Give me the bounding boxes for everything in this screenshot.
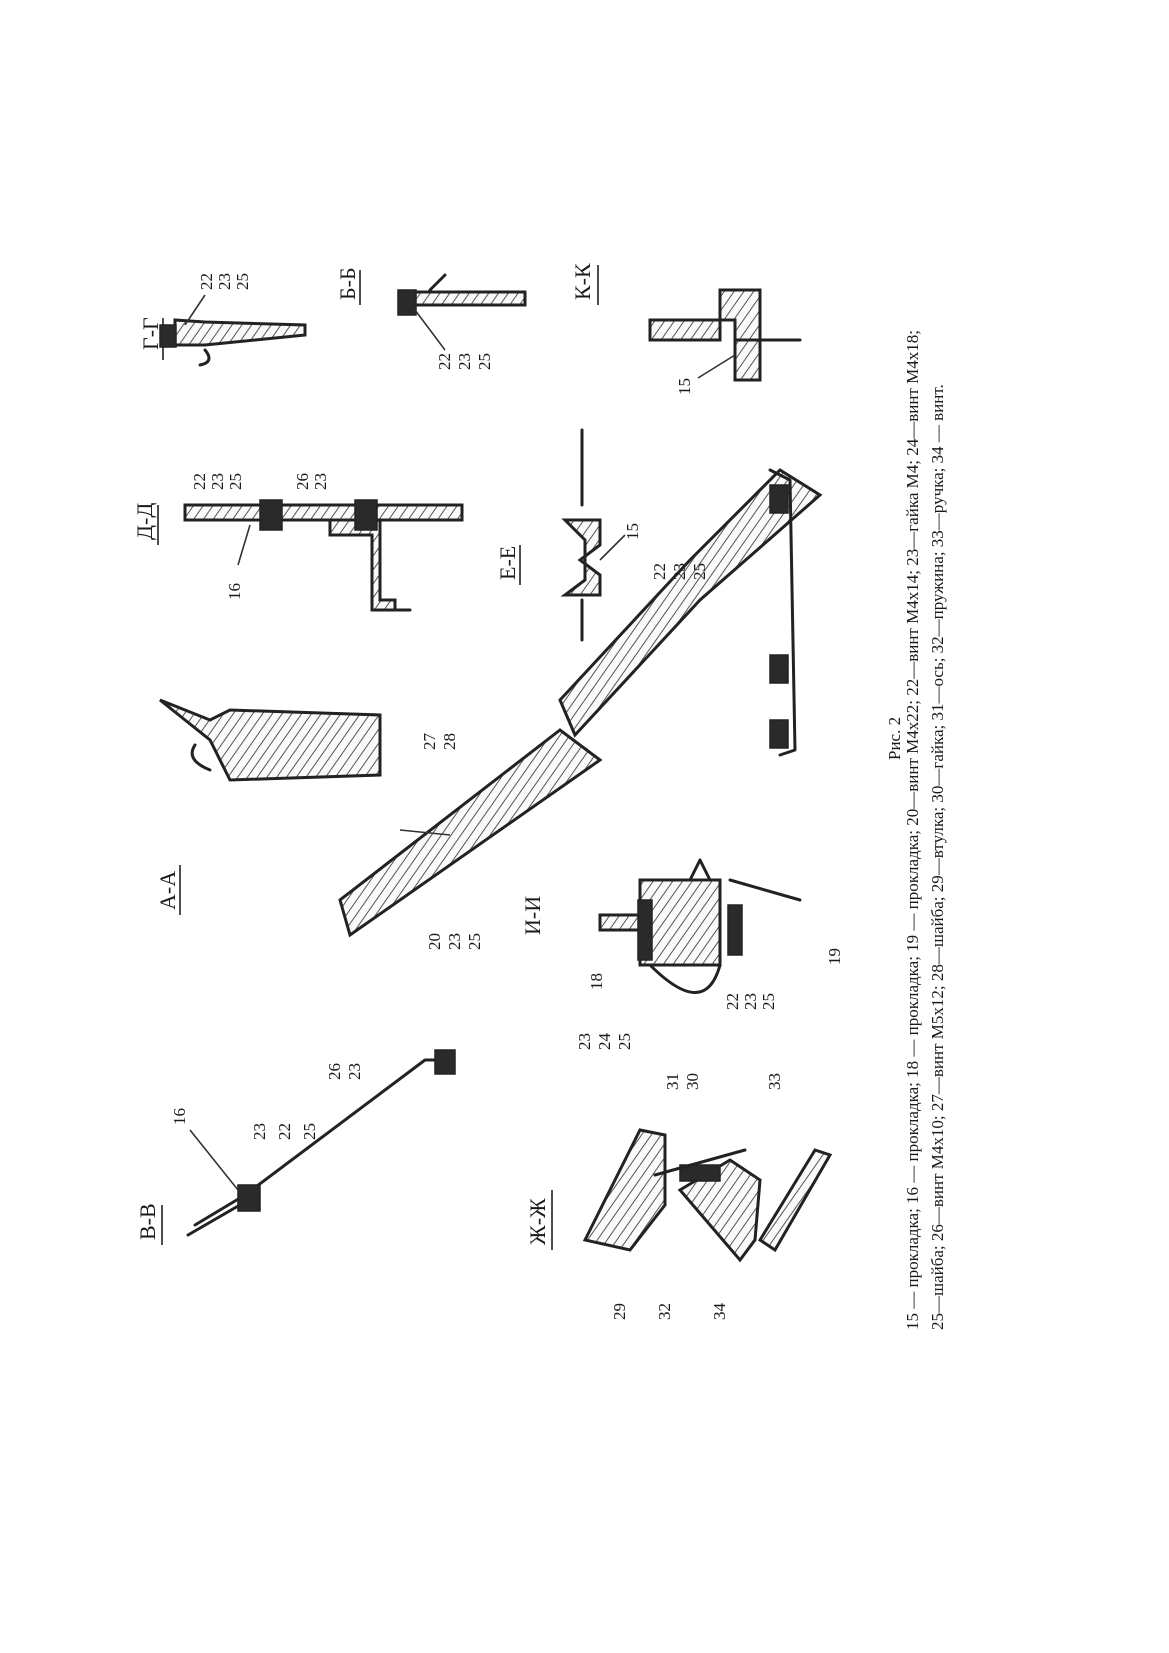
dd-callout-22: 22 (190, 473, 209, 490)
section-ii: И-И 18 23 24 25 22 23 25 19 (520, 858, 844, 1051)
vv-callout-23b: 23 (345, 1063, 364, 1080)
figure-number: Рис. 2 (885, 717, 904, 760)
section-kk: К-К 15 (570, 263, 802, 395)
ii-callout-23b: 23 (741, 993, 760, 1010)
section-bb-label: Б-Б (335, 267, 360, 300)
ii-callout-23: 23 (575, 1033, 594, 1050)
zhzh-callout-32: 32 (655, 1303, 674, 1320)
dd-callout-26: 26 (293, 473, 312, 490)
arm-callout-25: 25 (690, 563, 709, 580)
figure-legend-line-2: 25—шайба; 26—винт М4х10; 27—винт М5х12; … (928, 384, 947, 1330)
section-aa: А-А 27 28 20 23 25 22 23 25 (155, 468, 823, 950)
dd-callout-25: 25 (226, 473, 245, 490)
section-ee: Е-Е 15 (495, 428, 642, 642)
section-aa-label: А-А (155, 871, 180, 910)
zhzh-callout-30: 30 (683, 1073, 702, 1090)
ee-callout-15: 15 (623, 523, 642, 540)
zhzh-callout-33: 33 (765, 1073, 784, 1090)
section-ee-label: Е-Е (495, 546, 520, 580)
bb-callout-25: 25 (475, 353, 494, 370)
ii-callout-19: 19 (825, 948, 844, 965)
ii-callout-25b: 25 (759, 993, 778, 1010)
bb-callout-22: 22 (435, 353, 454, 370)
vv-callout-23: 23 (250, 1123, 269, 1140)
aa-callout-25: 25 (465, 933, 484, 950)
ii-callout-18: 18 (587, 973, 606, 990)
section-kk-label: К-К (570, 263, 595, 300)
bb-callout-23: 23 (455, 353, 474, 370)
aa-callout-28: 28 (440, 733, 459, 750)
section-gg-label: Г-Г (138, 317, 163, 350)
gg-callout-25: 25 (233, 273, 252, 290)
zhzh-callout-31: 31 (663, 1073, 682, 1090)
section-gg: Г-Г 22 23 25 (138, 273, 307, 367)
section-dd: Д-Д 22 23 25 26 23 16 (132, 473, 464, 612)
gg-callout-23: 23 (215, 273, 234, 290)
vv-callout-16: 16 (170, 1108, 189, 1125)
zhzh-callout-34: 34 (710, 1303, 729, 1321)
ii-callout-25: 25 (615, 1033, 634, 1050)
ii-callout-24: 24 (595, 1033, 614, 1051)
zhzh-callout-29: 29 (610, 1303, 629, 1320)
vv-callout-22: 22 (275, 1123, 294, 1140)
section-zhzh-label: Ж-Ж (525, 1198, 550, 1245)
figure-legend-line-1: 15 — прокладка; 16 — прокладка; 18 — про… (903, 330, 922, 1330)
gg-callout-22: 22 (197, 273, 216, 290)
vv-callout-25: 25 (300, 1123, 319, 1140)
aa-callout-27: 27 (420, 733, 439, 751)
arm-callout-23: 23 (670, 563, 689, 580)
arm-callout-22: 22 (650, 563, 669, 580)
aa-callout-23: 23 (445, 933, 464, 950)
kk-callout-15: 15 (675, 378, 694, 395)
dd-callout-23b: 23 (311, 473, 330, 490)
dd-callout-23: 23 (208, 473, 227, 490)
section-zhzh: Ж-Ж 31 30 33 29 32 34 (525, 1073, 833, 1321)
section-bb: Б-Б 22 23 25 (335, 267, 527, 370)
ii-callout-22: 22 (723, 993, 742, 1010)
section-dd-label: Д-Д (132, 503, 157, 540)
section-ii-label: И-И (520, 896, 545, 935)
vv-callout-26: 26 (325, 1063, 344, 1080)
section-vv: В-В 16 23 22 25 26 23 (135, 1049, 456, 1245)
section-vv-label: В-В (135, 1203, 160, 1240)
aa-callout-20: 20 (425, 933, 444, 950)
dd-callout-16: 16 (225, 583, 244, 600)
